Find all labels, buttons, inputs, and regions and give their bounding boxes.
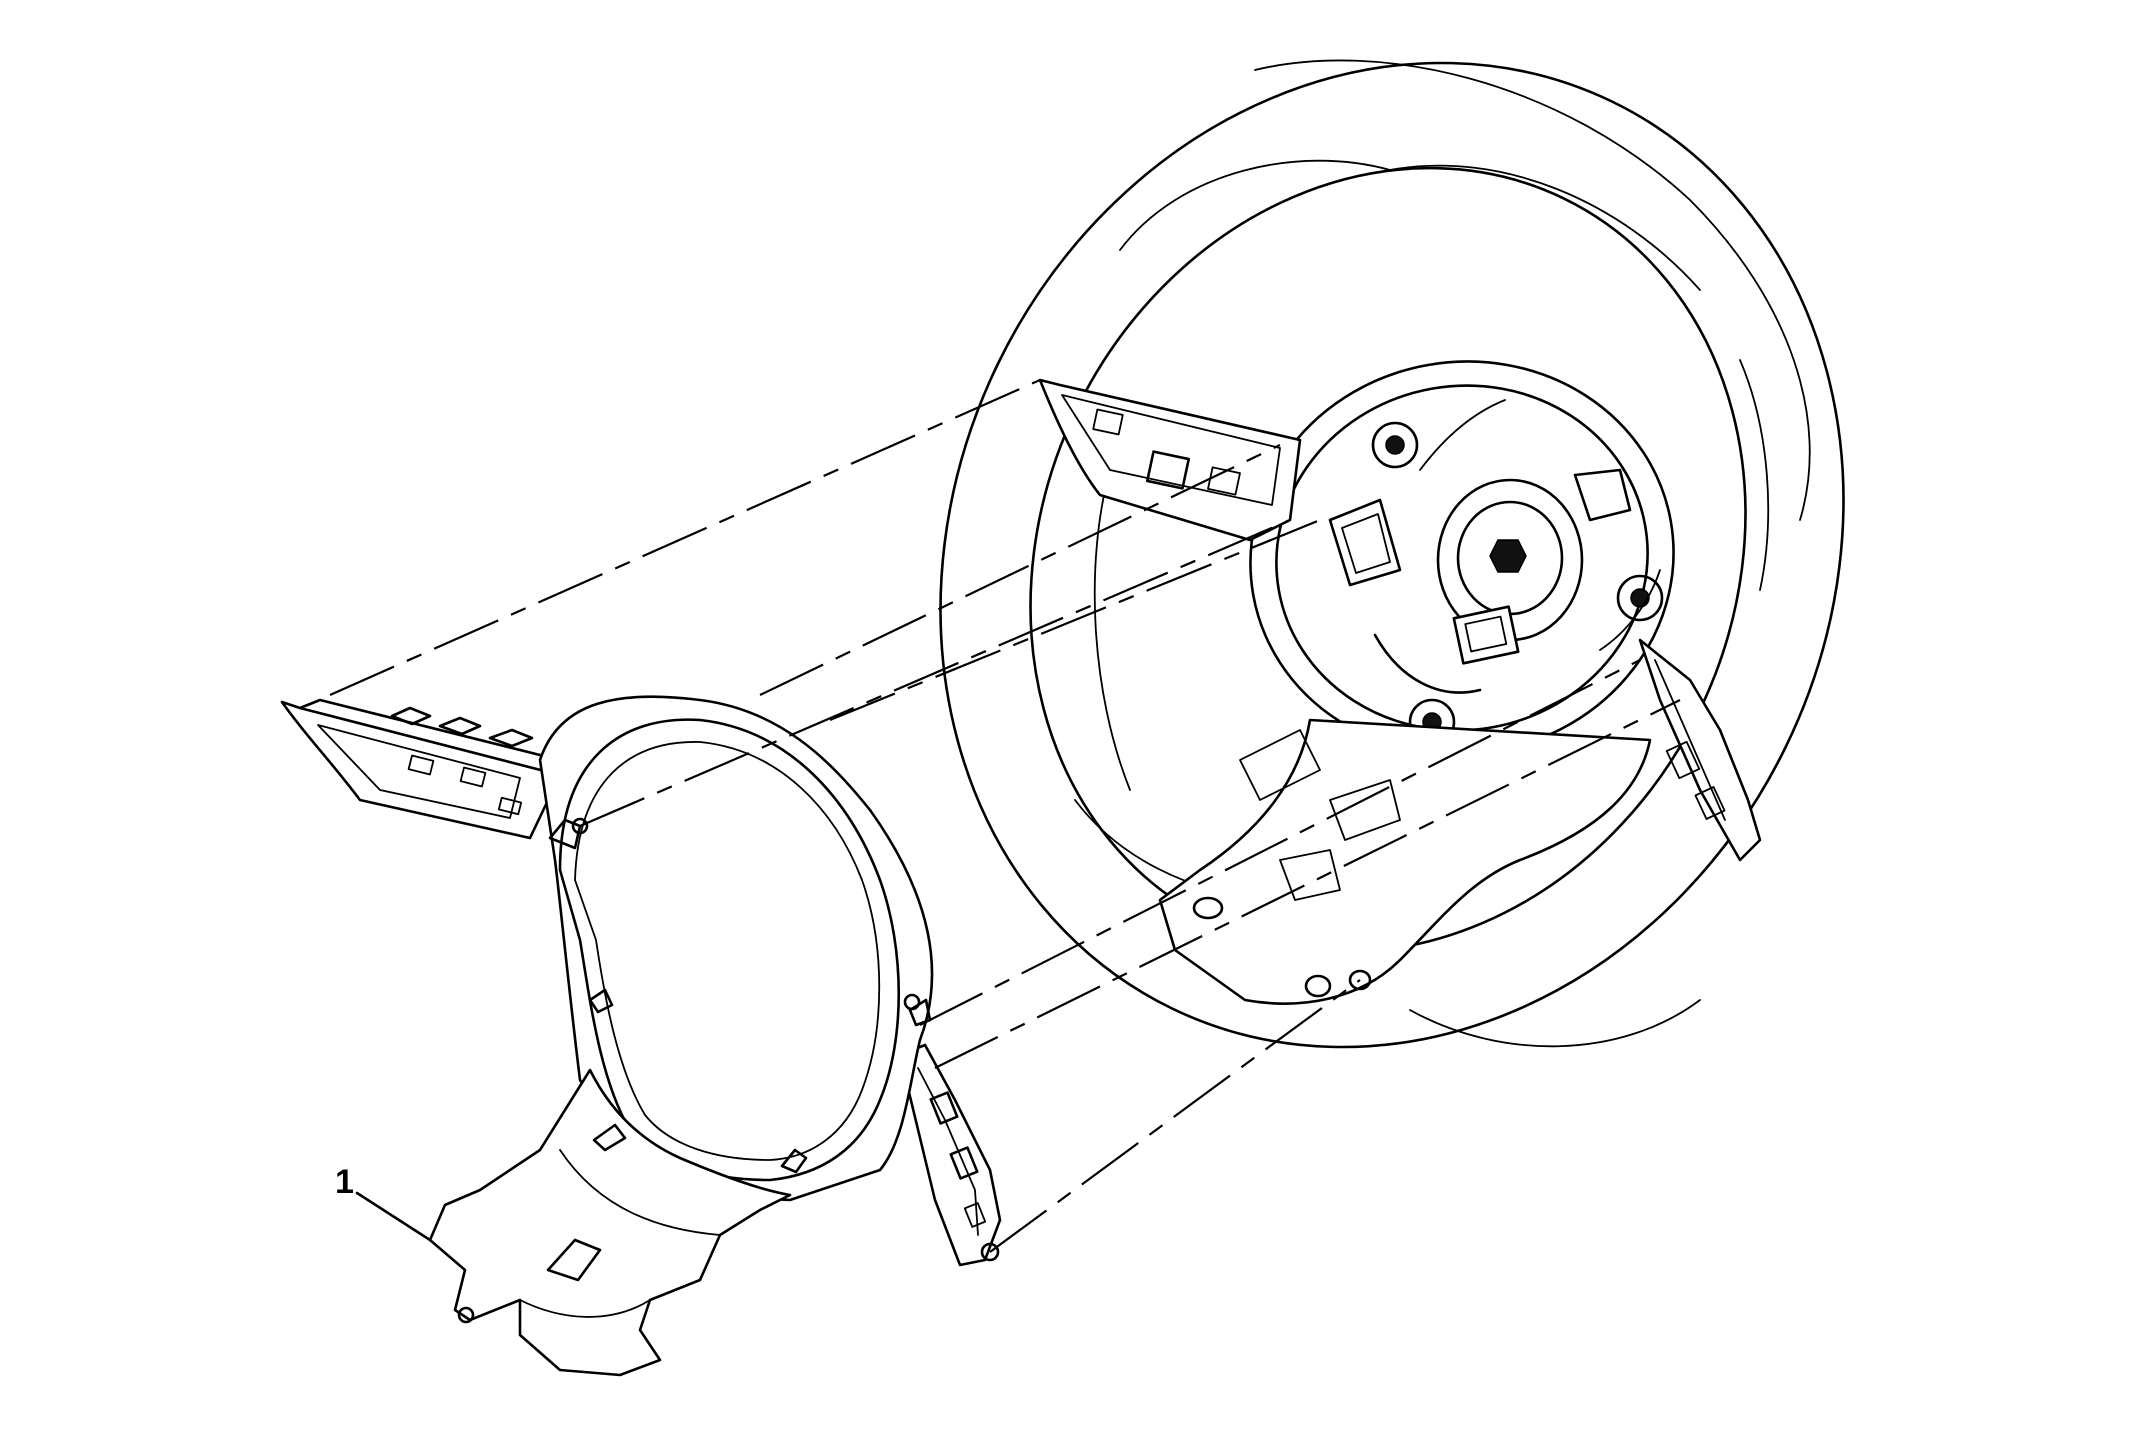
alignment-lines <box>329 378 1681 1253</box>
right-switch-bezel-removed <box>898 1043 1002 1267</box>
right-spoke-switch-bezel <box>1638 638 1762 862</box>
left-switch-bezel-removed <box>280 698 562 840</box>
hub-nut-icon <box>1489 539 1527 573</box>
callout-1-label: 1 <box>335 1163 354 1201</box>
left-spoke-switch-bezel <box>1038 378 1302 542</box>
steering-wheel-lower-trim-cover <box>428 695 934 1377</box>
steering-wheel-hub <box>1158 360 1675 1005</box>
callout-1: 1 <box>335 1163 432 1242</box>
callout-1-leader-line <box>355 1191 432 1242</box>
